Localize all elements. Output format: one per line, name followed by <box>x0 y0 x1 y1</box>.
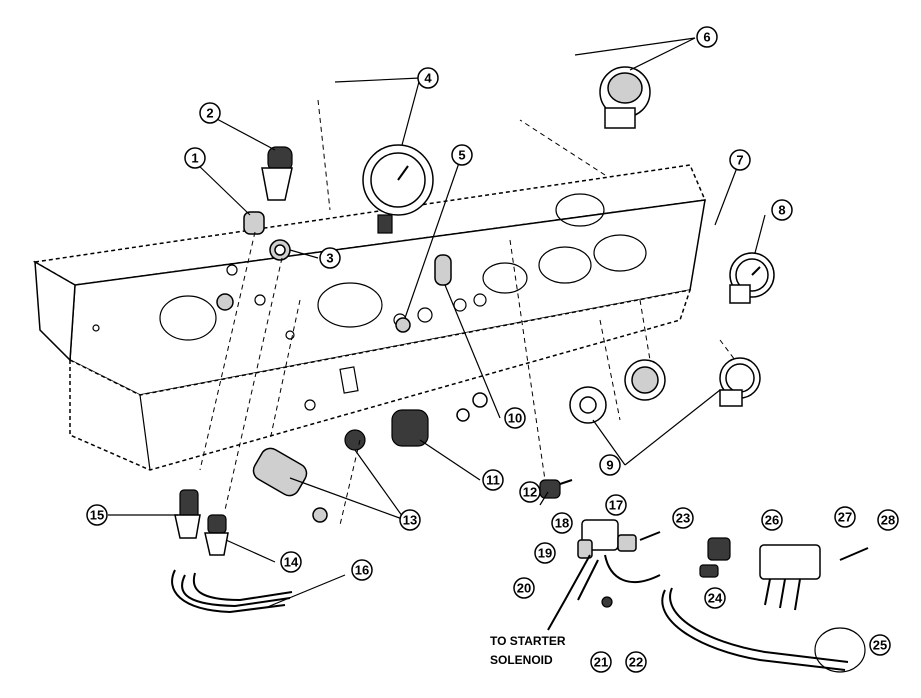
callout-6: 6 <box>696 26 718 48</box>
component-2 <box>261 146 293 201</box>
svg-text:24: 24 <box>708 591 723 606</box>
svg-text:3: 3 <box>326 251 333 266</box>
callout-16: 16 <box>351 559 373 581</box>
svg-text:14: 14 <box>284 555 299 570</box>
svg-text:19: 19 <box>538 546 552 561</box>
callout-2: 2 <box>199 102 221 124</box>
callout-20: 20 <box>513 577 535 599</box>
gauge-right <box>729 252 775 304</box>
svg-text:2: 2 <box>206 106 213 121</box>
svg-text:10: 10 <box>508 411 522 426</box>
component-15 <box>174 489 201 539</box>
wire-20 <box>547 554 599 631</box>
assembly-lines <box>199 99 736 526</box>
callout-3: 3 <box>319 247 341 269</box>
component-28 <box>839 547 869 561</box>
callout-24: 24 <box>704 587 726 609</box>
component-11 <box>391 409 429 447</box>
callout-9: 9 <box>599 454 621 476</box>
component-12 <box>539 479 573 499</box>
harness-25 <box>661 587 866 673</box>
svg-text:28: 28 <box>881 513 895 528</box>
dashboard-panel <box>32 164 707 471</box>
callout-26: 26 <box>761 509 783 531</box>
callout-17: 17 <box>605 494 627 516</box>
callout-15: 15 <box>86 504 108 526</box>
svg-text:18: 18 <box>555 516 569 531</box>
wire-22 <box>601 554 661 608</box>
starter-solenoid-note: TO STARTER SOLENOID <box>490 634 566 667</box>
svg-text:20: 20 <box>517 581 531 596</box>
component-14 <box>204 514 229 556</box>
callout-8: 8 <box>771 199 793 221</box>
component-16-harness <box>171 569 293 614</box>
svg-text:5: 5 <box>458 148 465 163</box>
component-13 <box>252 429 366 523</box>
callout-28: 28 <box>877 509 899 531</box>
svg-text:27: 27 <box>838 510 852 525</box>
svg-text:13: 13 <box>403 513 417 528</box>
callout-4: 4 <box>417 67 439 89</box>
svg-text:4: 4 <box>424 71 432 86</box>
svg-text:25: 25 <box>873 638 887 653</box>
svg-text:8: 8 <box>778 203 785 218</box>
svg-text:26: 26 <box>765 513 779 528</box>
callout-12: 12 <box>519 481 541 503</box>
gauge-top-right <box>599 66 651 129</box>
callout-25: 25 <box>869 634 891 656</box>
svg-text:17: 17 <box>609 498 623 513</box>
component-23 <box>639 531 661 541</box>
relay-27 <box>759 544 821 611</box>
callout-23: 23 <box>672 507 694 529</box>
svg-text:9: 9 <box>606 458 613 473</box>
panel-cutout <box>159 295 217 341</box>
svg-text:16: 16 <box>355 563 369 578</box>
svg-text:15: 15 <box>90 508 104 523</box>
callout-18: 18 <box>551 512 573 534</box>
svg-text:21: 21 <box>594 655 608 670</box>
callout-27: 27 <box>834 506 856 528</box>
callout-22: 22 <box>625 651 647 673</box>
callout-14: 14 <box>280 551 302 573</box>
gauge-lower-middle <box>624 359 666 401</box>
gauge-large-left <box>362 144 434 234</box>
svg-text:22: 22 <box>629 655 643 670</box>
callout-1: 1 <box>184 147 206 169</box>
svg-text:6: 6 <box>703 30 710 45</box>
component-10 <box>434 254 488 422</box>
callout-13: 13 <box>399 509 421 531</box>
connector-26 <box>699 537 731 578</box>
callout-11: 11 <box>482 469 504 491</box>
svg-text:7: 7 <box>736 153 743 168</box>
callout-7: 7 <box>729 149 751 171</box>
svg-text:SOLENOID: SOLENOID <box>490 653 553 667</box>
gauge-lower-right <box>719 357 761 407</box>
svg-text:TO STARTER: TO STARTER <box>490 634 566 648</box>
callout-21: 21 <box>590 651 612 673</box>
svg-text:23: 23 <box>676 511 690 526</box>
connector-block-17-19 <box>577 519 637 559</box>
component-5 <box>395 317 411 333</box>
svg-text:1: 1 <box>191 151 198 166</box>
leader-lines <box>108 37 766 609</box>
svg-text:12: 12 <box>523 485 537 500</box>
svg-text:11: 11 <box>486 473 500 488</box>
callout-5: 5 <box>451 144 473 166</box>
component-1 <box>243 211 265 235</box>
callout-10: 10 <box>504 407 526 429</box>
callout-19: 19 <box>534 542 556 564</box>
gauge-lower-left <box>569 386 607 424</box>
